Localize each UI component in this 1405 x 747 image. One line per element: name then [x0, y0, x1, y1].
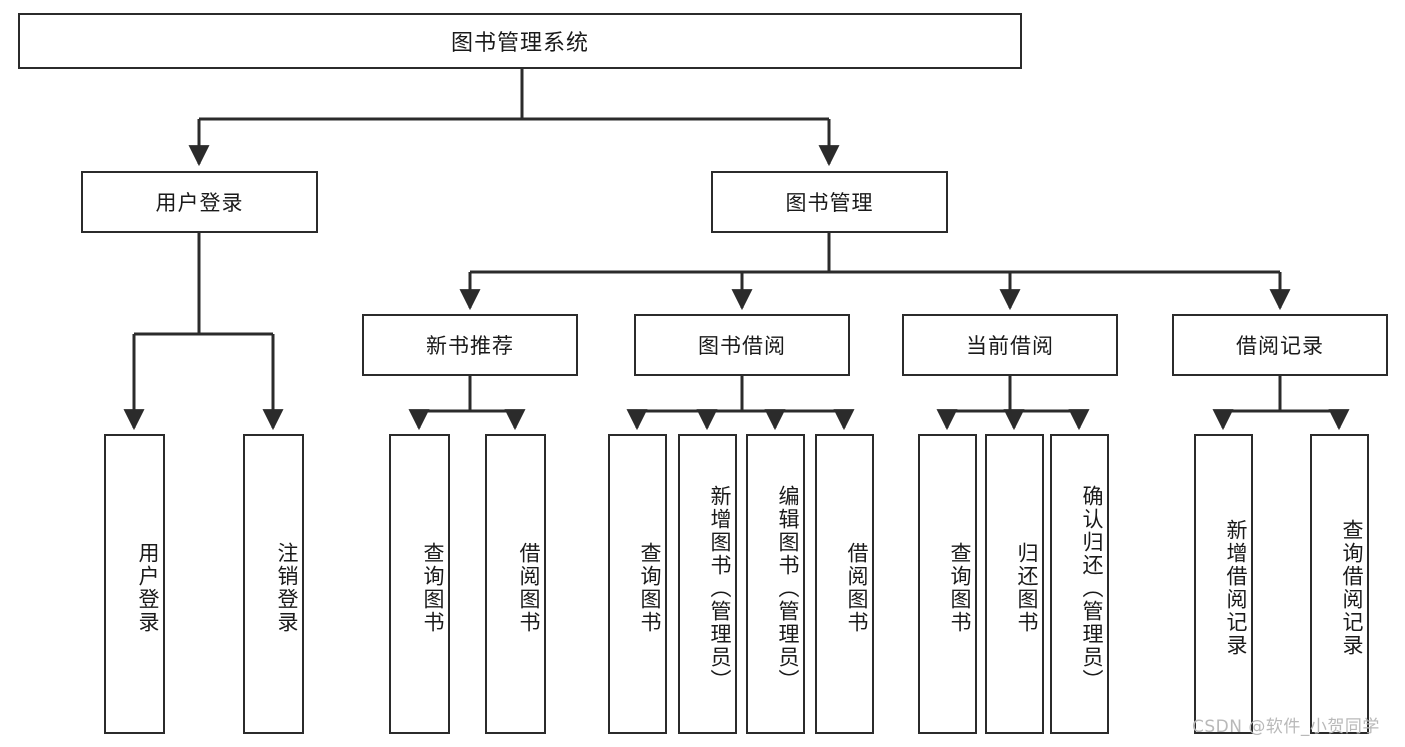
- node-book-manage[interactable]: 图书管理: [711, 171, 948, 233]
- node-borrow-record[interactable]: 借阅记录: [1172, 314, 1388, 376]
- node-user-login[interactable]: 用户登录: [81, 171, 318, 233]
- leaf-borrow-book-recommend[interactable]: 借阅图书: [485, 434, 546, 734]
- node-current-borrow[interactable]: 当前借阅: [902, 314, 1118, 376]
- csdn-watermark: CSDN @软件_小贺同学: [1192, 717, 1380, 737]
- leaf-return-book[interactable]: 归还图书: [985, 434, 1044, 734]
- leaf-add-borrow-record[interactable]: 新增借阅记录: [1194, 434, 1253, 734]
- node-new-book-recommend[interactable]: 新书推荐: [362, 314, 578, 376]
- leaf-logout-login[interactable]: 注销登录: [243, 434, 304, 734]
- leaf-borrow-book[interactable]: 借阅图书: [815, 434, 874, 734]
- leaf-query-book-borrow[interactable]: 查询图书: [608, 434, 667, 734]
- node-root[interactable]: 图书管理系统: [18, 13, 1022, 69]
- leaf-query-book-current[interactable]: 查询图书: [918, 434, 977, 734]
- leaf-user-login[interactable]: 用户登录: [104, 434, 165, 734]
- leaf-add-book-admin[interactable]: 新增图书（管理员）: [678, 434, 737, 734]
- leaf-query-borrow-record[interactable]: 查询借阅记录: [1310, 434, 1369, 734]
- leaf-query-book-recommend[interactable]: 查询图书: [389, 434, 450, 734]
- leaf-edit-book-admin[interactable]: 编辑图书（管理员）: [746, 434, 805, 734]
- node-book-borrow[interactable]: 图书借阅: [634, 314, 850, 376]
- leaf-confirm-return-admin[interactable]: 确认归还（管理员）: [1050, 434, 1109, 734]
